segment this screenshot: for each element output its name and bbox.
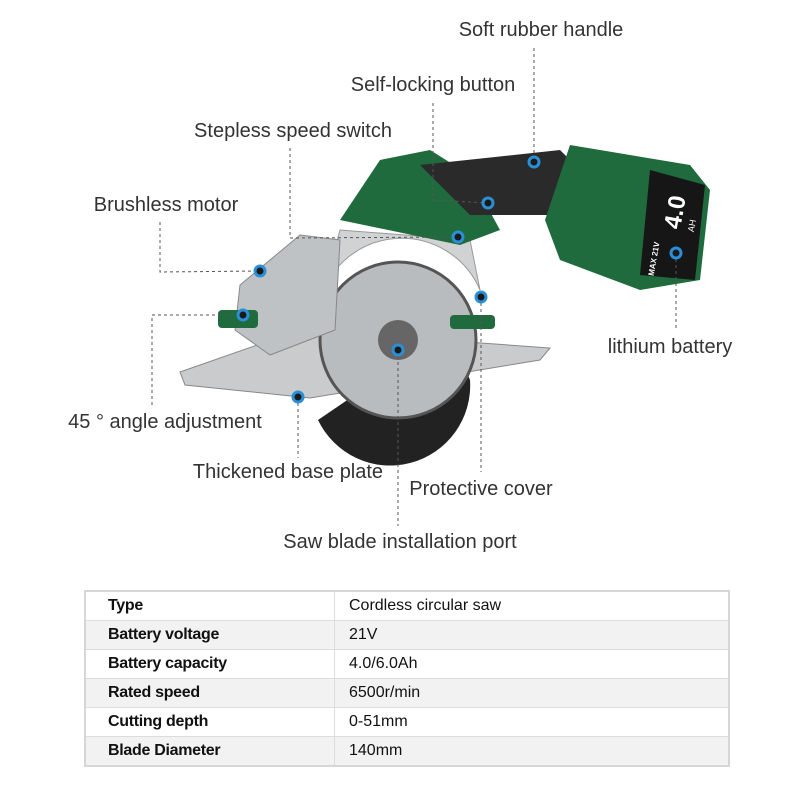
- spec-key: Blade Diameter: [84, 736, 335, 767]
- battery-capacity-text: 4.0: [659, 193, 691, 231]
- callout-soft-rubber-handle: Soft rubber handle: [458, 19, 624, 41]
- spec-key: Type: [84, 590, 335, 621]
- dot-lock: [481, 196, 495, 210]
- spec-value: 6500r/min: [334, 678, 730, 708]
- callout-dots: [236, 155, 683, 404]
- callout-brushless-motor: Brushless motor: [93, 194, 239, 216]
- spec-value: 21V: [334, 620, 730, 650]
- dot-port: [391, 343, 405, 357]
- spec-value: 0-51mm: [334, 707, 730, 737]
- spec-key: Cutting depth: [84, 707, 335, 737]
- spec-key: Battery capacity: [84, 649, 335, 679]
- dot-handle: [527, 155, 541, 169]
- callout-angle-adjustment: 45 ° angle adjustment: [68, 411, 262, 433]
- callout-thickened-base-plate: Thickened base plate: [192, 461, 384, 483]
- callout-protective-cover: Protective cover: [409, 478, 553, 500]
- depth-lever: [450, 315, 495, 329]
- spec-value: 4.0/6.0Ah: [334, 649, 730, 679]
- spec-key: Battery voltage: [84, 620, 335, 650]
- callout-lines: [151, 48, 677, 526]
- spec-value: Cordless circular saw: [334, 590, 730, 621]
- callout-self-locking-button: Self-locking button: [350, 74, 516, 96]
- dot-base: [291, 390, 305, 404]
- spec-key: Rated speed: [84, 678, 335, 708]
- battery-label-panel: [640, 170, 705, 280]
- motor-housing: [234, 234, 341, 356]
- circular-saw-illustration: 4.0 AH MAX 21V: [151, 48, 710, 526]
- spec-value: 140mm: [334, 736, 730, 767]
- callout-blade-installation-port: Saw blade installation port: [283, 531, 517, 553]
- dot-cover: [474, 290, 488, 304]
- dot-battery: [669, 246, 683, 260]
- dot-switch: [451, 230, 465, 244]
- dot-motor: [253, 264, 267, 278]
- callout-lithium-battery: lithium battery: [607, 336, 733, 358]
- dot-angle: [236, 308, 250, 322]
- battery-unit-text: AH: [686, 219, 698, 233]
- blade-arbor: [378, 320, 418, 360]
- callout-stepless-speed-switch: Stepless speed switch: [194, 120, 392, 142]
